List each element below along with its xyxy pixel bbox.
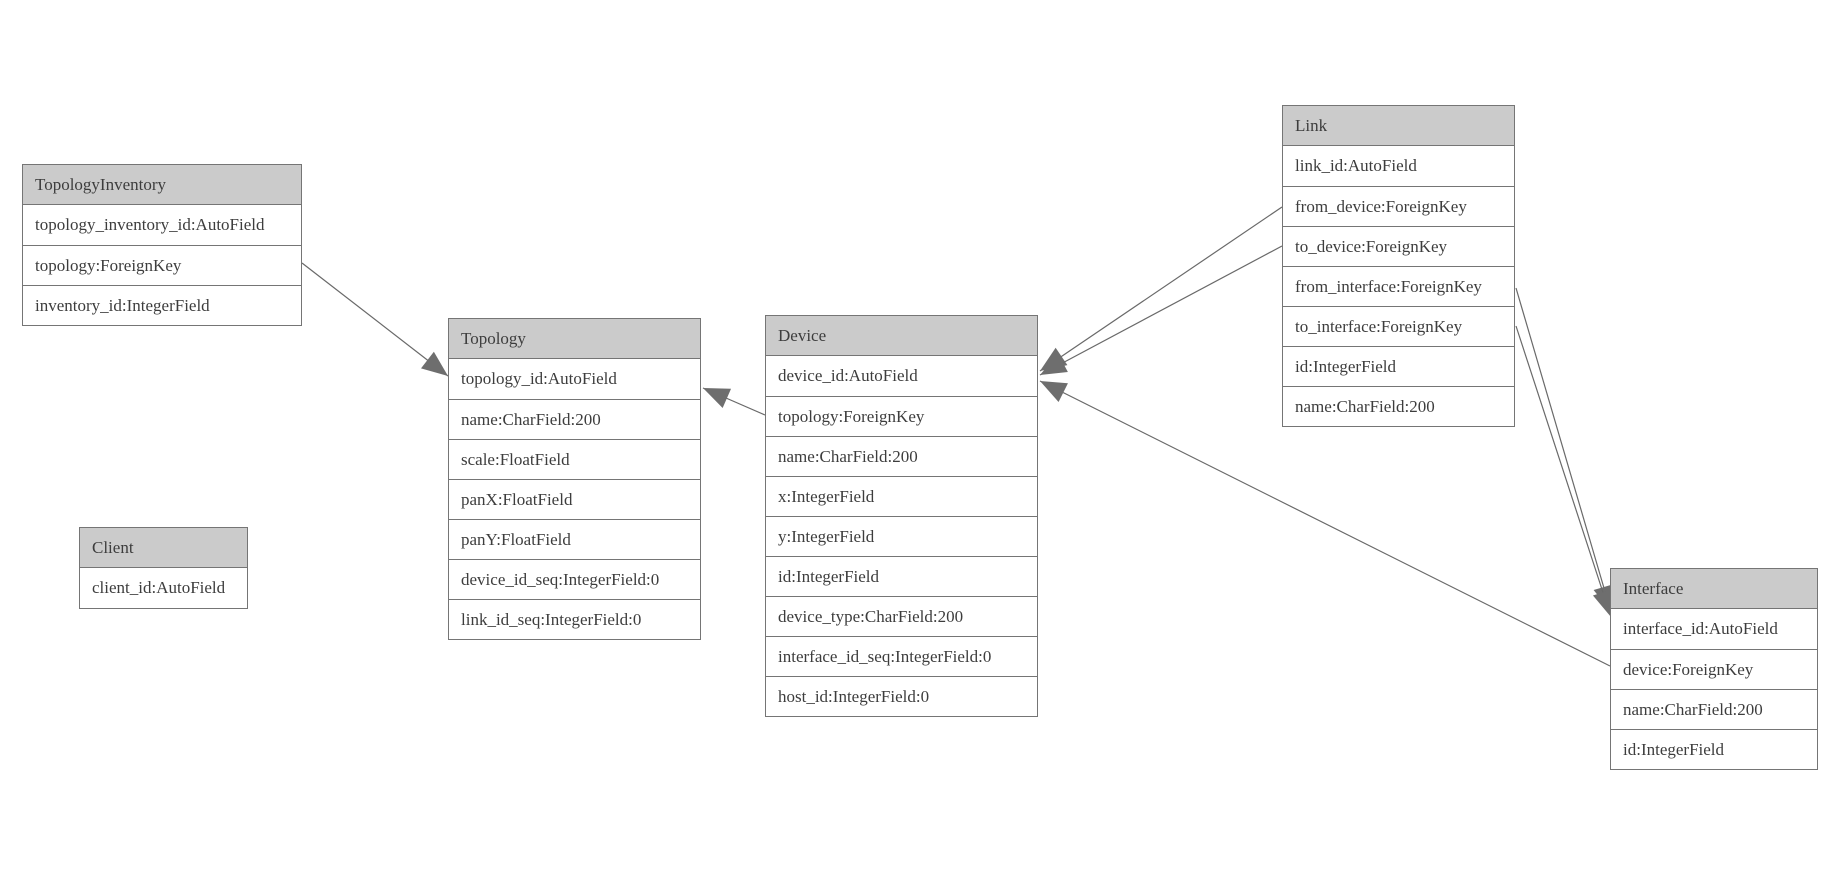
- field-row: to_interface:ForeignKey: [1283, 306, 1514, 346]
- field-row: topology_inventory_id:AutoField: [23, 205, 301, 245]
- field-row: interface_id_seq:IntegerField:0: [766, 636, 1037, 676]
- field-row: link_id:AutoField: [1283, 146, 1514, 186]
- field-row: from_interface:ForeignKey: [1283, 266, 1514, 306]
- relation-line-link-to-device: [1039, 245, 1283, 376]
- entity-link-title: Link: [1283, 106, 1514, 146]
- entity-client[interactable]: Client client_id:AutoField: [79, 527, 248, 609]
- relation-arrowhead-icon: [1040, 381, 1068, 403]
- field-row: to_device:ForeignKey: [1283, 226, 1514, 266]
- field-row: topology:ForeignKey: [23, 245, 301, 285]
- relation-line-link-from-interface: [1515, 287, 1612, 613]
- field-row: device_id:AutoField: [766, 356, 1037, 396]
- field-row: x:IntegerField: [766, 476, 1037, 516]
- relation-arrowhead-icon: [421, 351, 448, 376]
- field-row: topology:ForeignKey: [766, 396, 1037, 436]
- field-row: name:CharField:200: [1611, 689, 1817, 729]
- field-row: topology_id:AutoField: [449, 359, 700, 399]
- entity-interface-title: Interface: [1611, 569, 1817, 609]
- field-row: interface_id:AutoField: [1611, 609, 1817, 649]
- field-row: from_device:ForeignKey: [1283, 186, 1514, 226]
- entity-client-fields: client_id:AutoField: [80, 568, 247, 608]
- relation-line-interface-device: [1039, 380, 1611, 667]
- relation-line-topologyinventory-topology: [301, 262, 449, 377]
- relation-arrowhead-icon: [1592, 589, 1613, 617]
- field-row: scale:FloatField: [449, 439, 700, 479]
- entity-device-title: Device: [766, 316, 1037, 356]
- field-row: device:ForeignKey: [1611, 649, 1817, 689]
- field-row: device_id_seq:IntegerField:0: [449, 559, 700, 599]
- entity-client-title: Client: [80, 528, 247, 568]
- relation-arrowhead-icon: [703, 388, 732, 409]
- field-row: device_type:CharField:200: [766, 596, 1037, 636]
- entity-topology-title: Topology: [449, 319, 700, 359]
- field-row: name:CharField:200: [766, 436, 1037, 476]
- relation-line-link-from-device: [1039, 206, 1283, 372]
- field-row: panY:FloatField: [449, 519, 700, 559]
- field-row: panX:FloatField: [449, 479, 700, 519]
- field-row: name:CharField:200: [1283, 386, 1514, 426]
- entity-topologyinventory[interactable]: TopologyInventory topology_inventory_id:…: [22, 164, 302, 326]
- field-row: inventory_id:IntegerField: [23, 285, 301, 325]
- field-row: client_id:AutoField: [80, 568, 247, 608]
- entity-topologyinventory-title: TopologyInventory: [23, 165, 301, 205]
- field-row: host_id:IntegerField:0: [766, 676, 1037, 716]
- relation-arrowhead-icon: [1040, 353, 1068, 375]
- field-row: link_id_seq:IntegerField:0: [449, 599, 700, 639]
- field-row: id:IntegerField: [1611, 729, 1817, 769]
- field-row: id:IntegerField: [1283, 346, 1514, 386]
- relation-line-link-to-interface: [1515, 325, 1612, 618]
- field-row: name:CharField:200: [449, 399, 700, 439]
- field-row: id:IntegerField: [766, 556, 1037, 596]
- field-row: y:IntegerField: [766, 516, 1037, 556]
